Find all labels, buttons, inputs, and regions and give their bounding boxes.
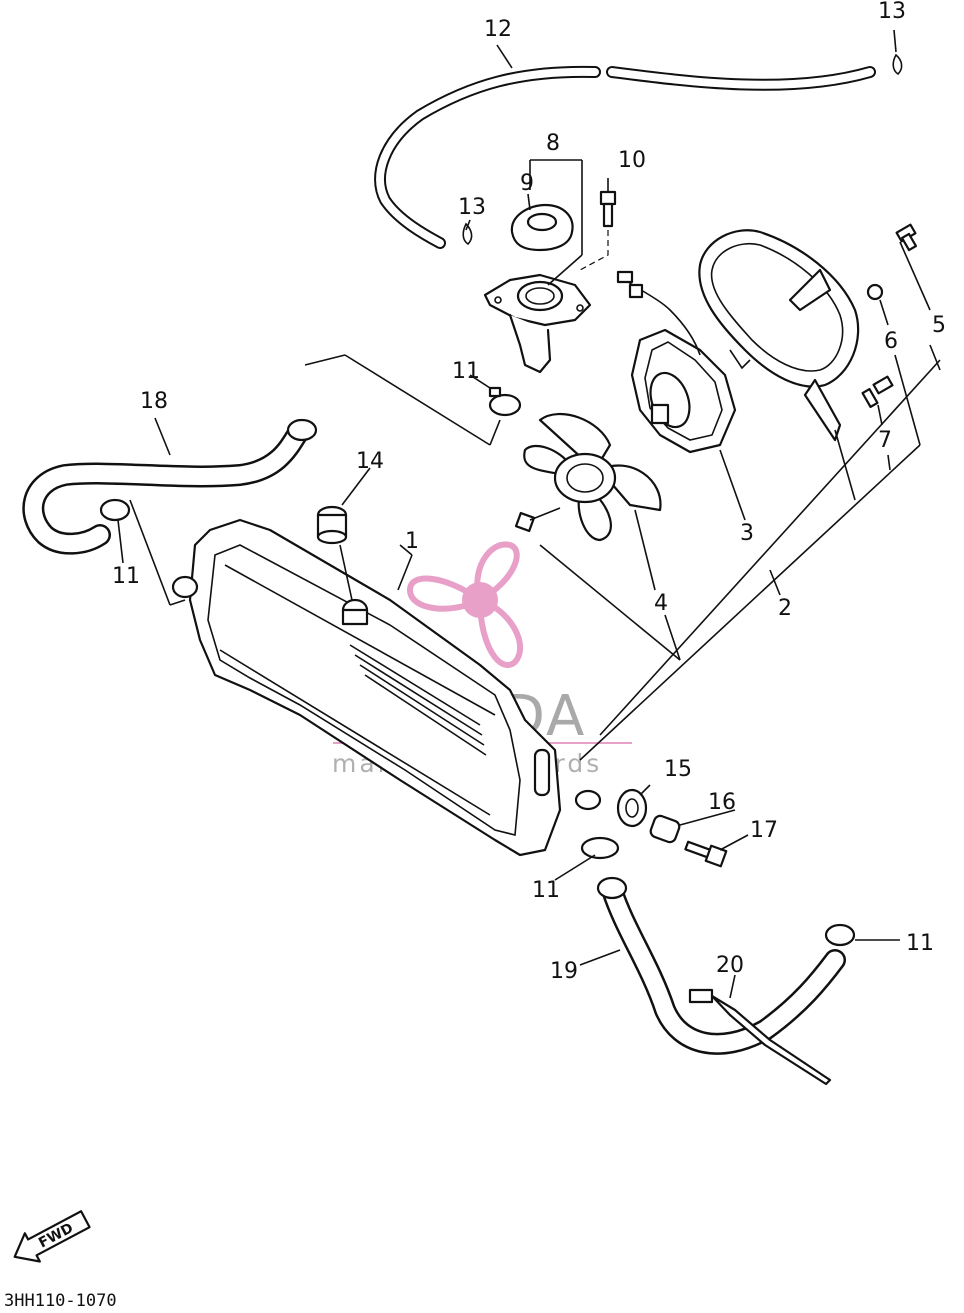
leader-lines	[117, 29, 941, 999]
radiator-fins	[349, 644, 487, 756]
fan-shroud-icon	[698, 229, 884, 442]
grommet-icon	[616, 788, 648, 828]
radiator-icon	[171, 518, 562, 857]
callout-15: 15	[664, 757, 692, 782]
callout-19: 19	[550, 959, 578, 984]
reservoir-cap-icon	[316, 505, 348, 545]
hose-clamp-icon	[574, 789, 856, 947]
hose-clip-icon	[462, 53, 903, 246]
collar-icon	[649, 814, 681, 844]
diagram-code: 3HH110-1070	[4, 1291, 117, 1311]
callout-13-left: 13	[458, 195, 486, 220]
lower-radiator-hose	[596, 876, 846, 1055]
callout-4: 4	[654, 591, 668, 616]
callout-5: 5	[932, 313, 946, 338]
filler-neck-icon	[483, 273, 592, 374]
upper-radiator-hose	[22, 418, 318, 555]
fwd-arrow-icon: FWD	[13, 1210, 91, 1263]
callout-13-top: 13	[878, 0, 906, 24]
callout-11-bottom: 11	[532, 878, 560, 903]
callout-20: 20	[716, 953, 744, 978]
callout-11-top: 11	[452, 359, 480, 384]
callout-9: 9	[520, 171, 534, 196]
callouts: 1 2 3 4 5 6 7 8 9 10 11 11 11 11 12 13 1…	[112, 0, 946, 984]
callout-11-right: 11	[906, 931, 934, 956]
fan-blade-icon	[514, 412, 662, 542]
breather-hose	[374, 65, 876, 249]
bolt-icon	[599, 190, 617, 228]
bolt-icon	[895, 223, 918, 252]
callout-8: 8	[546, 131, 560, 156]
callout-3: 3	[740, 521, 754, 546]
callout-16: 16	[708, 790, 736, 815]
cable-tie-icon	[688, 988, 832, 1086]
callout-18: 18	[140, 389, 168, 414]
callout-7: 7	[878, 428, 892, 453]
callout-6: 6	[884, 329, 898, 354]
bolt-icon	[684, 840, 728, 868]
callout-2: 2	[778, 596, 792, 621]
callout-12: 12	[484, 17, 512, 42]
bolt-icon	[861, 375, 894, 409]
radiator-cap-icon	[510, 203, 574, 252]
callout-1: 1	[405, 529, 419, 554]
callout-14: 14	[356, 449, 384, 474]
hose-clamp-icon	[99, 386, 522, 522]
callout-11-left: 11	[112, 564, 140, 589]
callout-17: 17	[750, 818, 778, 843]
fan-motor-icon	[616, 270, 737, 454]
callout-10: 10	[618, 148, 646, 173]
watermark-propeller-icon	[406, 541, 523, 668]
